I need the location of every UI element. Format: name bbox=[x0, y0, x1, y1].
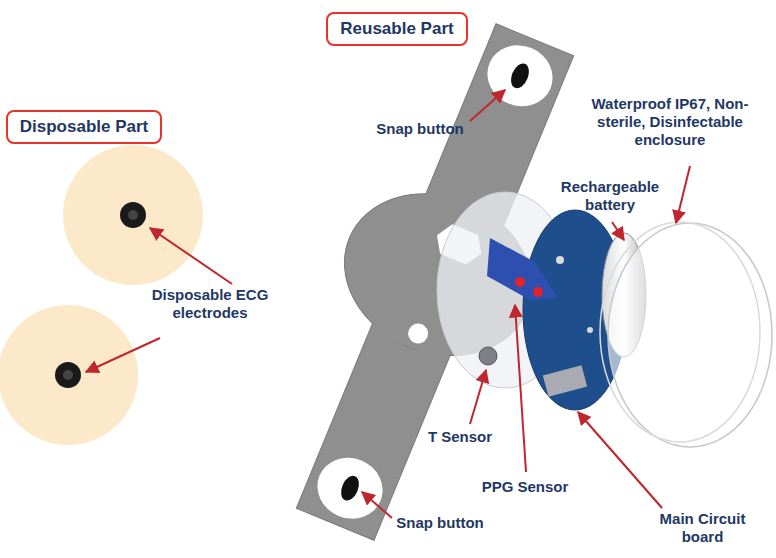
enclosure bbox=[608, 223, 772, 447]
electrode-pad bbox=[63, 145, 203, 285]
t-sensor bbox=[479, 347, 497, 365]
part-label: Rechargeable battery bbox=[550, 178, 670, 214]
part-label: Main Circuit board bbox=[640, 510, 765, 546]
part-label: Disposable ECG electrodes bbox=[150, 286, 270, 322]
section-label-box: Reusable Part bbox=[326, 12, 467, 46]
section-label-box: Disposable Part bbox=[6, 110, 163, 144]
part-label: Waterproof IP67, Non-sterile, Disinfecta… bbox=[575, 95, 765, 149]
ppg-sensor bbox=[487, 238, 558, 300]
section-title: Reusable Part bbox=[340, 19, 453, 39]
part-label: PPG Sensor bbox=[470, 478, 580, 496]
part-label: T Sensor bbox=[415, 428, 505, 446]
electrode-snap bbox=[120, 202, 146, 228]
part-label: Snap button bbox=[365, 120, 475, 138]
electrode-pad bbox=[0, 305, 138, 445]
leader-lines bbox=[86, 90, 690, 518]
section-title: Disposable Part bbox=[20, 117, 149, 137]
electrode-snap bbox=[55, 362, 81, 388]
part-label: Snap button bbox=[385, 514, 495, 532]
